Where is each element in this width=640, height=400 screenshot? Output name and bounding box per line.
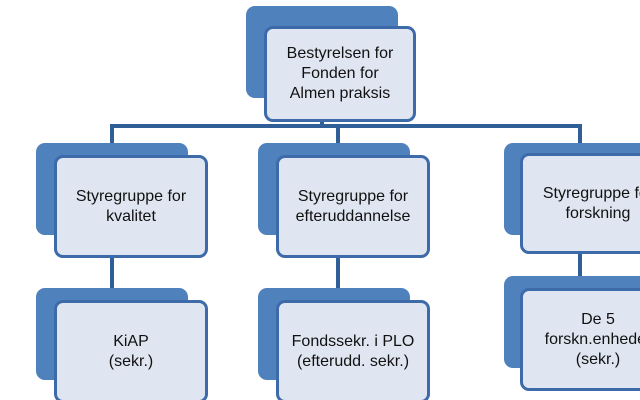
connector-kvalitet-to-kiap bbox=[110, 258, 114, 290]
connector-efteruddannelse-to-plo bbox=[336, 258, 340, 290]
node-bestyrelsen-label: Bestyrelsen for Fonden for Almen praksis bbox=[264, 26, 416, 122]
connector-horizontal-bar bbox=[110, 124, 582, 128]
connector-to-kvalitet bbox=[110, 124, 114, 154]
node-styregruppe-forskning-label: Styregruppe for forskning bbox=[520, 153, 640, 254]
connector-to-forskning bbox=[578, 124, 582, 154]
connector-root-down bbox=[320, 116, 324, 128]
node-kiap-label: KiAP (sekr.) bbox=[54, 300, 208, 400]
node-forskningsenheder-label: De 5 forskn.enheder (sekr.) bbox=[520, 288, 640, 391]
connector-to-efteruddannelse bbox=[336, 124, 340, 154]
connector-forskning-to-enheder bbox=[578, 254, 582, 278]
node-styregruppe-efteruddannelse-label: Styregruppe for efteruddannelse bbox=[276, 155, 430, 258]
node-styregruppe-kvalitet-label: Styregruppe for kvalitet bbox=[54, 155, 208, 258]
node-fondssekretariat-plo-label: Fondssekr. i PLO (efterudd. sekr.) bbox=[276, 300, 430, 400]
